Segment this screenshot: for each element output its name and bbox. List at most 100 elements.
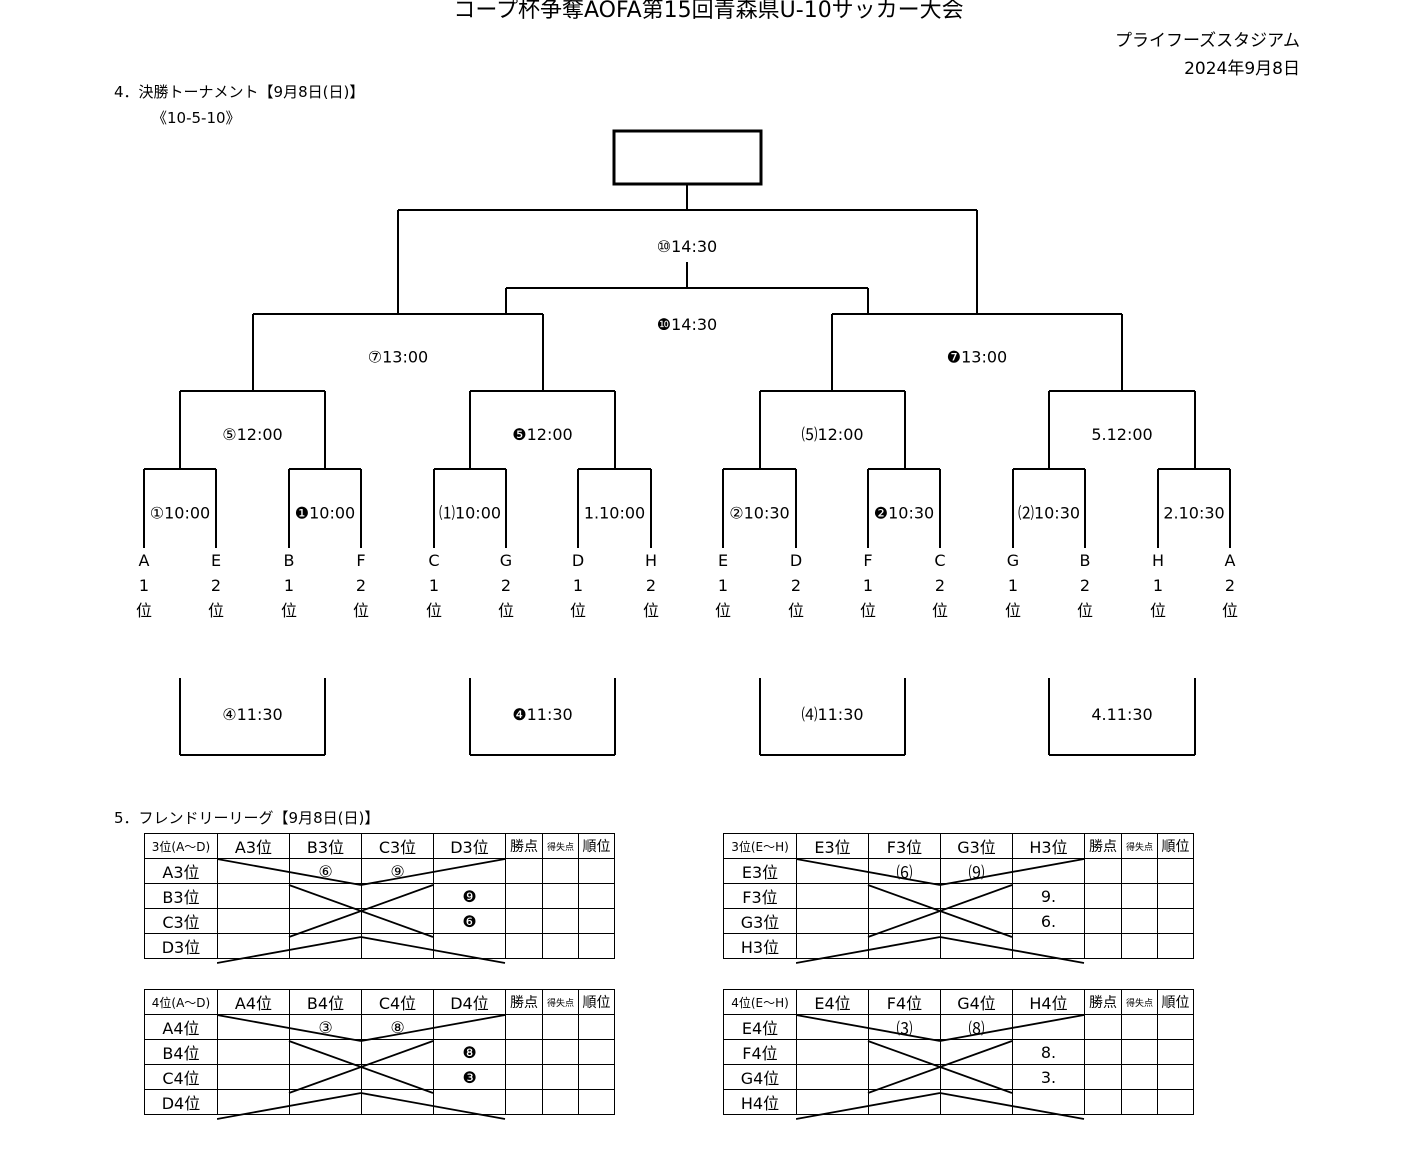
seed-1-rank: 1 (139, 576, 149, 595)
league-diagonal-line (867, 1040, 1013, 1094)
league-diagonal-line (360, 936, 506, 964)
league-diagonal-marks (796, 859, 1085, 964)
seed-6-group: G (500, 551, 512, 570)
seed-8-unit: 位 (643, 601, 659, 620)
league-stat-cell (1157, 908, 1194, 934)
seed-4-rank: 2 (356, 576, 366, 595)
league-match-cell (940, 883, 1013, 909)
seed-3-rank: 1 (284, 576, 294, 595)
round1-match-5-label: ②10:30 (729, 504, 789, 523)
league-match-cell: ③ (289, 1014, 362, 1040)
friendly-section-title: 5．フレンドリーリーグ【9月8日(日)】 (114, 809, 380, 827)
seed-15-group: H (1152, 551, 1164, 570)
league-row-header: E4位 (723, 1014, 797, 1040)
quarter-match-1-label: ⑤12:00 (222, 425, 282, 444)
league-stat-cell (1157, 858, 1194, 884)
league-stat-cell (1084, 1064, 1122, 1090)
league-stat-cell (1157, 1014, 1194, 1040)
league-stat-cell (1121, 883, 1158, 909)
league-row-header: D4位 (144, 1089, 218, 1115)
league-row-header: D3位 (144, 933, 218, 959)
league-corner-label: 3位(A～D) (144, 833, 218, 859)
league-stat-cell (1157, 933, 1194, 959)
league-diagonal-line (939, 1092, 1085, 1120)
seed-15-rank: 1 (1153, 576, 1163, 595)
league-match-cell: ❽ (433, 1039, 506, 1065)
league-stat-cell (542, 933, 579, 959)
semi-match-2-label: ❼13:00 (947, 348, 1007, 367)
final-match-inner-label: ❿14:30 (657, 315, 717, 334)
league-stat-cell (578, 883, 615, 909)
league-stat-cell (1157, 883, 1194, 909)
seed-7-rank: 1 (573, 576, 583, 595)
seed-1-group: A (139, 551, 150, 570)
league-stat-cell (505, 1089, 543, 1115)
seed-10-unit: 位 (788, 601, 804, 620)
league-col-header: D3位 (433, 833, 506, 859)
league-diagonal-line (288, 884, 434, 938)
league-col-header: G3位 (940, 833, 1013, 859)
league-row-header: G4位 (723, 1064, 797, 1090)
league-stat-cell (1084, 1039, 1122, 1065)
league-match-cell (868, 908, 941, 934)
league-stat-cell (505, 1014, 543, 1040)
seed-5-rank: 1 (429, 576, 439, 595)
league-match-cell (1012, 1014, 1085, 1040)
seed-15-unit: 位 (1150, 601, 1166, 620)
round1-match-3-label: ⑴10:00 (439, 504, 501, 523)
league-row-header: C4位 (144, 1064, 218, 1090)
league-diagonal-line (939, 859, 1085, 886)
league-stat-cell (578, 908, 615, 934)
league-diagonal-line (796, 936, 941, 964)
round1-match-7-label: ⑵10:30 (1018, 504, 1080, 523)
league-stat-cell (505, 883, 543, 909)
league-stat-cell (578, 933, 615, 959)
league-match-cell (796, 908, 869, 934)
league-diagonal-line (939, 1015, 1085, 1042)
league-corner-label: 4位(E～H) (723, 989, 797, 1015)
league-stat-cell (542, 1014, 579, 1040)
league-stat-cell (542, 1089, 579, 1115)
league-row-header: F4位 (723, 1039, 797, 1065)
seed-14-rank: 2 (1080, 576, 1090, 595)
round1-match-4-label: 1.10:00 (584, 504, 645, 523)
league-col-header: G4位 (940, 989, 1013, 1015)
league-col-header: B4位 (289, 989, 362, 1015)
league-match-cell (289, 1089, 362, 1115)
quarter-match-2-label: ❺12:00 (512, 425, 572, 444)
league-diagonal-cell (940, 908, 1013, 934)
league-diagonal-cell (433, 933, 506, 959)
league-stat-header: 順位 (578, 833, 615, 859)
league-match-cell (940, 933, 1013, 959)
league-col-header: F3位 (868, 833, 941, 859)
league-stat-header: 順位 (1157, 989, 1194, 1015)
league-diagonal-cell (289, 1039, 362, 1065)
league-stat-cell (505, 908, 543, 934)
league-stat-header: 勝点 (505, 989, 543, 1015)
league-stat-header: 勝点 (1084, 833, 1122, 859)
league-diagonal-line (867, 884, 1013, 938)
league-match-cell (796, 933, 869, 959)
seed-16-unit: 位 (1222, 601, 1238, 620)
league-row-header: E3位 (723, 858, 797, 884)
seed-16-group: A (1225, 551, 1236, 570)
seed-7-group: D (572, 551, 584, 570)
league-col-header: E3位 (796, 833, 869, 859)
seed-13-rank: 1 (1008, 576, 1018, 595)
seed-14-unit: 位 (1077, 601, 1093, 620)
league-col-header: A3位 (217, 833, 290, 859)
league-stat-header: 得失点 (542, 833, 579, 859)
seed-11-rank: 1 (863, 576, 873, 595)
seed-3-group: B (284, 551, 295, 570)
league-stat-cell (1084, 883, 1122, 909)
seed-9-group: E (718, 551, 728, 570)
league-stat-cell (1121, 858, 1158, 884)
league-col-header: B3位 (289, 833, 362, 859)
league-stat-cell (542, 1039, 579, 1065)
league-col-header: F4位 (868, 989, 941, 1015)
consolation-match-2-label: ❹11:30 (512, 705, 572, 724)
